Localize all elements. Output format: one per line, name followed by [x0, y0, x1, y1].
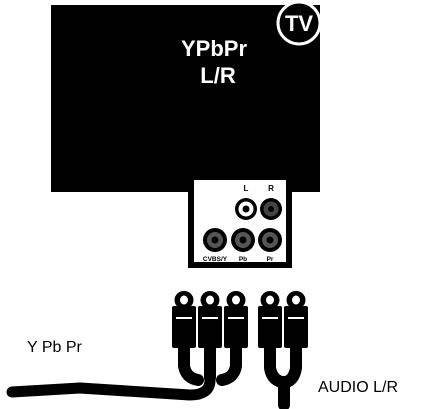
jack-cvbs-y [203, 228, 227, 252]
connection-panel: L R CVBS/Y Pb [188, 174, 292, 268]
tv-screen [51, 5, 320, 192]
tv-badge-circle [276, 0, 322, 46]
tv-label-line2: L/R [200, 63, 236, 88]
tv-label-line1: YPbPr [181, 36, 247, 61]
tv-badge-text: TV [285, 11, 313, 36]
cable-wires [6, 342, 302, 409]
rca-plug-audio-right [284, 291, 308, 348]
jack-audio-left [235, 198, 257, 220]
jack-pr [258, 228, 282, 252]
jack-label-cvbs-y: CVBS/Y [203, 256, 228, 263]
rca-plug-audio-left [258, 291, 282, 348]
jack-label-l: L [244, 184, 249, 193]
audio-cable-label: AUDIO L/R [318, 379, 398, 396]
video-cable-label: Y Pb Pr [27, 339, 83, 356]
rca-plug-pr [224, 291, 248, 348]
tv-badge: TV [276, 0, 322, 46]
rca-plug-y [172, 291, 196, 348]
jack-label-pb: Pb [239, 256, 247, 263]
jack-label-pr: Pr [267, 256, 274, 263]
jack-pb [231, 228, 255, 252]
rca-plug-pb [198, 291, 222, 348]
jack-label-r: R [268, 184, 274, 193]
jack-audio-right [260, 198, 282, 220]
tv-body [51, 5, 320, 192]
